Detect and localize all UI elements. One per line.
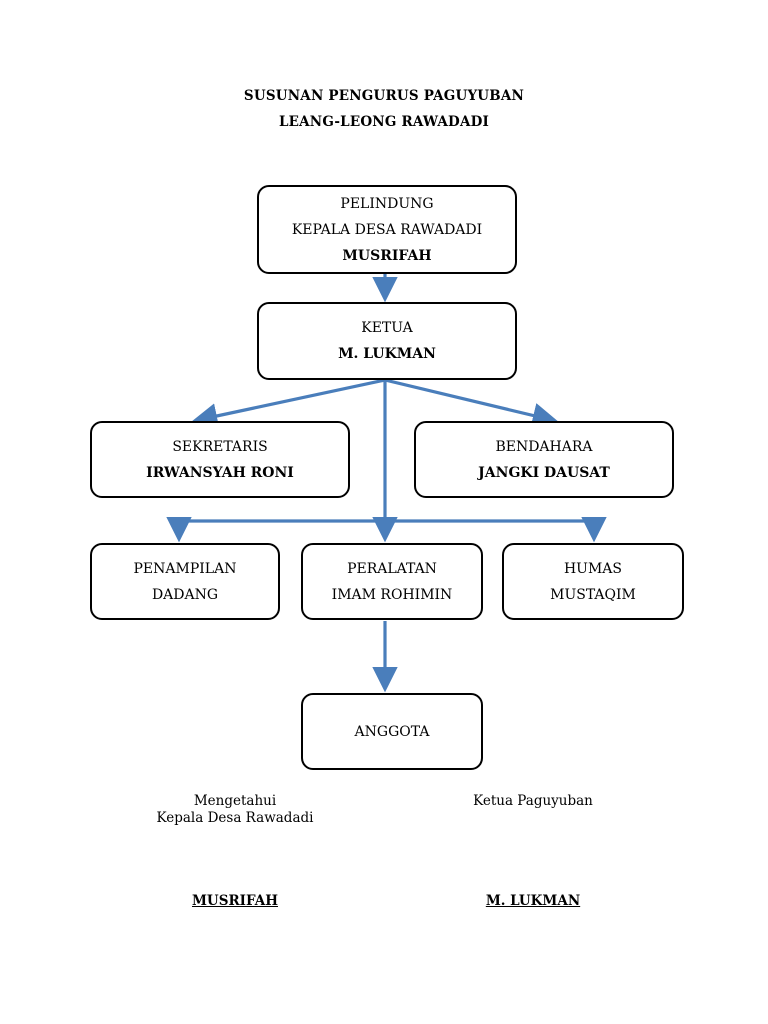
signature-right-name: M. LUKMAN bbox=[485, 893, 581, 909]
bendahara-role: BENDAHARA bbox=[495, 438, 593, 455]
box-bendahara: BENDAHARA JANGKI DAUSAT bbox=[414, 421, 674, 498]
pelindung-role: PELINDUNG bbox=[340, 195, 434, 212]
peralatan-role: PERALATAN bbox=[347, 560, 437, 577]
humas-name: MUSTAQIM bbox=[550, 586, 636, 603]
arrow-ketua-to-bendahara bbox=[384, 378, 559, 428]
signature-left-name: MUSRIFAH bbox=[191, 893, 279, 909]
signature-right-line1: Ketua Paguyuban bbox=[473, 793, 593, 809]
box-sekretaris: SEKRETARIS IRWANSYAH RONI bbox=[90, 421, 350, 498]
arrow-ketua-to-sekretaris bbox=[191, 378, 386, 429]
ketua-name: M. LUKMAN bbox=[338, 346, 436, 362]
humas-role: HUMAS bbox=[563, 560, 623, 577]
penampilan-role: PENAMPILAN bbox=[133, 560, 237, 577]
ketua-role: KETUA bbox=[361, 320, 413, 336]
box-pelindung: PELINDUNG KEPALA DESA RAWADADI MUSRIFAH bbox=[257, 185, 517, 274]
signature-left-block: Mengetahui Kepala Desa Rawadadi bbox=[135, 793, 335, 827]
pelindung-position: KEPALA DESA RAWADADI bbox=[291, 221, 483, 238]
box-peralatan: PERALATAN IMAM ROHIMIN bbox=[301, 543, 483, 620]
penampilan-name: DADANG bbox=[151, 586, 219, 603]
pelindung-name: MUSRIFAH bbox=[342, 247, 432, 264]
box-humas: HUMAS MUSTAQIM bbox=[502, 543, 684, 620]
peralatan-name: IMAM ROHIMIN bbox=[331, 586, 453, 603]
anggota-role: ANGGOTA bbox=[354, 723, 430, 740]
bendahara-name: JANGKI DAUSAT bbox=[478, 464, 610, 481]
chart-title-line1: SUSUNAN PENGURUS PAGUYUBAN bbox=[243, 88, 525, 104]
box-anggota: ANGGOTA bbox=[301, 693, 483, 770]
box-ketua: KETUA M. LUKMAN bbox=[257, 302, 517, 380]
sekretaris-name: IRWANSYAH RONI bbox=[146, 464, 294, 481]
box-penampilan: PENAMPILAN DADANG bbox=[90, 543, 280, 620]
chart-title-line2: LEANG-LEONG RAWADADI bbox=[278, 114, 490, 130]
signature-left-line1: Mengetahui bbox=[193, 793, 277, 809]
sekretaris-role: SEKRETARIS bbox=[172, 438, 268, 455]
signature-right-block: Ketua Paguyuban bbox=[433, 793, 633, 810]
signature-left-line2: Kepala Desa Rawadadi bbox=[156, 810, 314, 826]
